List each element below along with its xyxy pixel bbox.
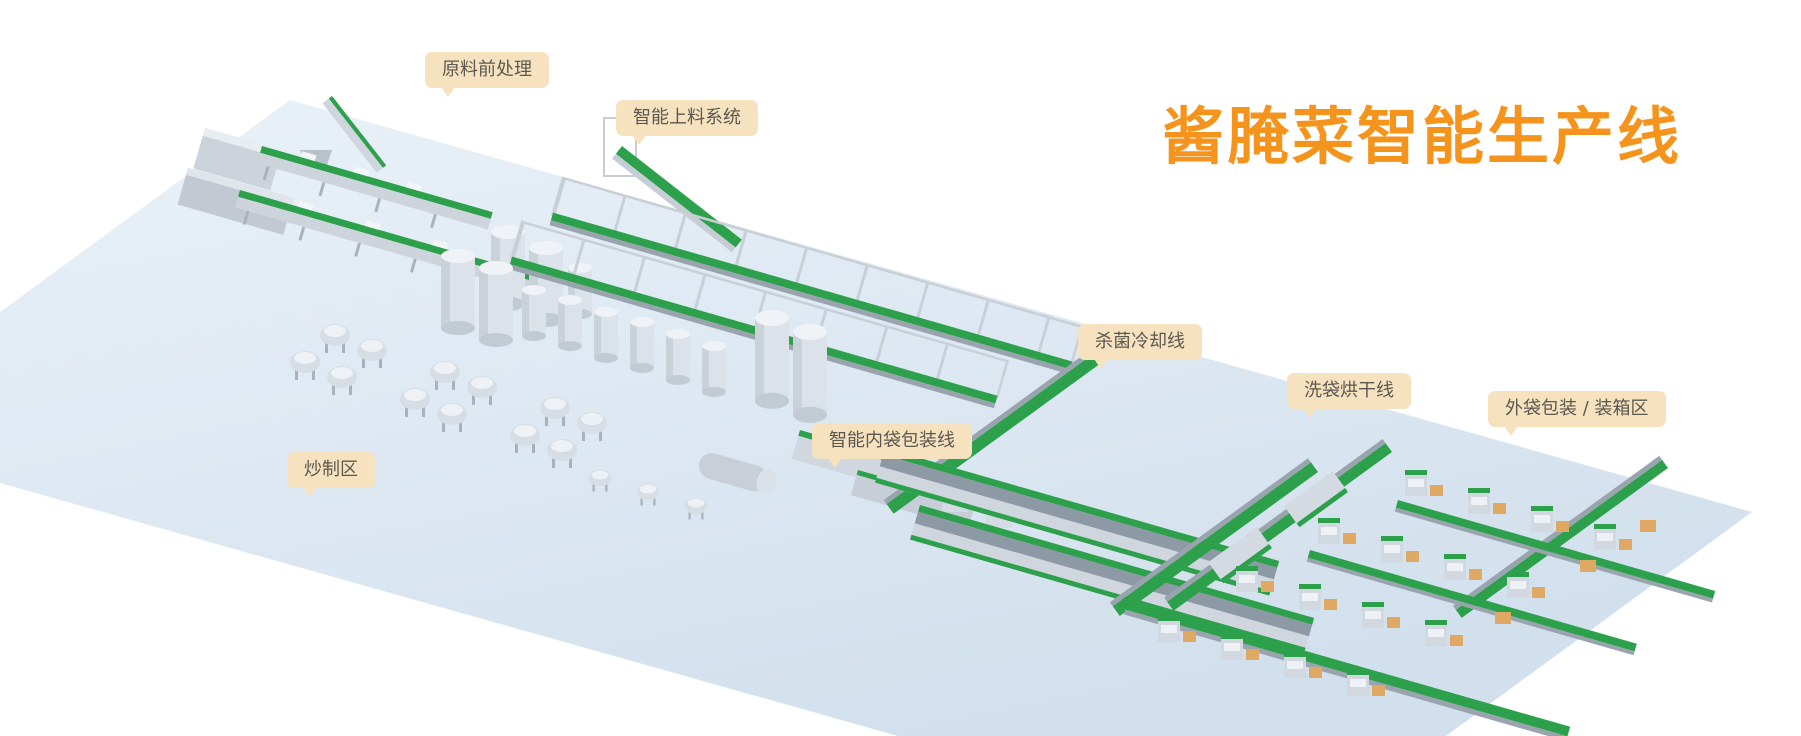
label-sterilization-cooling-line: 杀菌冷却线 [1078, 324, 1202, 369]
label-bag-washing-drying-line: 洗袋烘干线 [1287, 373, 1411, 418]
label-pretreatment: 原料前处理 [425, 52, 549, 97]
label-outer-packaging-boxing-area: 外袋包装 / 装箱区 [1488, 391, 1666, 436]
page-title: 酱腌菜智能生产线 [1162, 100, 1683, 173]
feeding-system [491, 117, 742, 327]
sterilization-cooling-lines [875, 344, 1318, 653]
frying-kettles [290, 324, 777, 520]
label-feeding-system: 智能上料系统 [616, 100, 758, 145]
label-inner-bag-packaging-line: 智能内袋包装线 [812, 423, 972, 468]
label-frying-area: 炒制区 [287, 452, 375, 497]
truss-conveyor-lines [508, 176, 1084, 409]
drum-machine [698, 453, 777, 495]
outer-packaging-area [1158, 455, 1716, 696]
